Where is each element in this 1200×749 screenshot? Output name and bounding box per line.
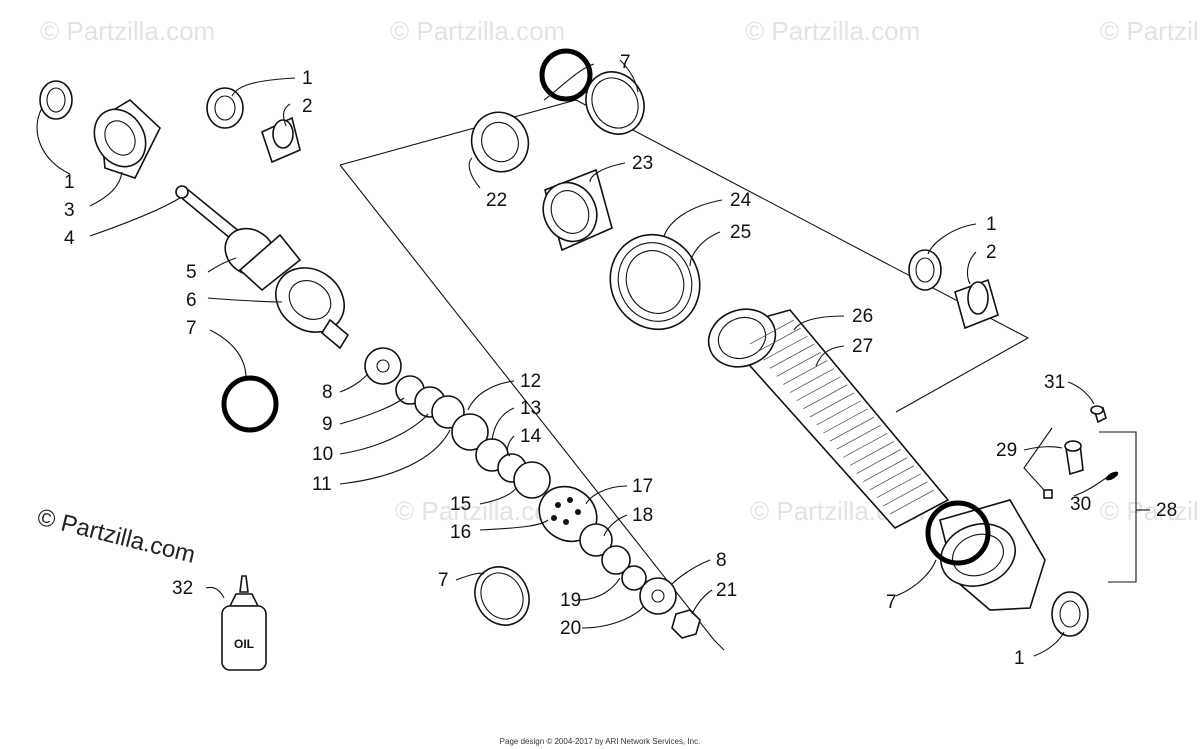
- callout-12: 12: [520, 371, 541, 392]
- callout-27: 27: [852, 336, 873, 357]
- spacer-part-2-top: [261, 116, 301, 164]
- callout-18: 18: [632, 505, 653, 526]
- callout-6: 6: [186, 290, 197, 311]
- lower-body: [939, 499, 1046, 611]
- eye-part-3: [93, 99, 161, 179]
- callout-29: 29: [996, 440, 1017, 461]
- callout-2: 2: [302, 96, 313, 117]
- callout-7: 7: [620, 52, 631, 73]
- callout-32: 32: [172, 578, 193, 599]
- spacer-part-2-right: [954, 278, 999, 330]
- callout-8: 8: [716, 550, 727, 571]
- callout-10: 10: [312, 444, 333, 465]
- seal-head-part-6: [275, 267, 350, 350]
- callout-9: 9: [322, 414, 333, 435]
- callout-labels: 1 2 1 3 4 5 6 7 8 9 10 11 12 13 14 15 16…: [64, 52, 1177, 669]
- callout-17: 17: [632, 476, 653, 497]
- spring-body-part-26: [707, 308, 950, 529]
- callout-5: 5: [186, 262, 197, 283]
- valve-shim-stack: [364, 347, 551, 499]
- callout-31: 31: [1044, 372, 1065, 393]
- callout-21: 21: [716, 580, 737, 601]
- o-ring-part-7-right: [925, 500, 991, 566]
- callout-7: 7: [186, 318, 197, 339]
- callout-26: 26: [852, 306, 873, 327]
- callout-14: 14: [520, 426, 542, 447]
- watermark-text: © Partzilla.com: [745, 16, 920, 46]
- assembly-bracket-lower: [339, 164, 725, 651]
- sleeve-part-23: [542, 168, 613, 252]
- callout-19: 19: [560, 590, 581, 611]
- piston-ring-part-7-lower: [474, 566, 530, 626]
- callout-25: 25: [730, 222, 751, 243]
- eyelet-part-5: [224, 227, 302, 292]
- callout-7: 7: [438, 570, 449, 591]
- cap-part-22: [470, 111, 530, 173]
- spring-adjuster-part-24: [609, 233, 701, 331]
- callout-20: 20: [560, 618, 581, 639]
- band-part-7-top: [585, 71, 645, 135]
- assembly-bracket-upper: [339, 99, 1030, 413]
- bushing-part-1-top: [206, 87, 244, 129]
- o-ring-part-7-left: [221, 375, 279, 433]
- callout-1: 1: [302, 68, 313, 89]
- bushing-part-1-left: [39, 80, 73, 120]
- callout-7: 7: [886, 592, 897, 613]
- watermark-text: © Partzilla.com: [390, 16, 565, 46]
- bushing-part-1-bottom: [1051, 591, 1089, 637]
- callout-1: 1: [986, 214, 997, 235]
- callout-3: 3: [64, 200, 75, 221]
- callout-30: 30: [1070, 494, 1091, 515]
- callout-16: 16: [450, 522, 471, 543]
- watermark-text: © Partzilla.com: [1100, 496, 1200, 526]
- callout-1: 1: [1014, 648, 1025, 669]
- callout-28: 28: [1156, 500, 1177, 521]
- callout-13: 13: [520, 398, 541, 419]
- callout-4: 4: [64, 228, 75, 249]
- oil-label: OIL: [234, 637, 254, 651]
- watermark-text: © Partzilla.com: [1100, 16, 1200, 46]
- bushing-part-1-right: [908, 249, 942, 291]
- leader-lines: [36, 59, 1150, 657]
- o-ring-part-7-top: [539, 48, 593, 102]
- callout-22: 22: [486, 190, 507, 211]
- callout-11: 11: [312, 474, 332, 495]
- watermark-text: © Partzilla.com: [40, 16, 215, 46]
- watermark-text-primary: © Partzilla.com: [35, 504, 198, 569]
- nut-part-21: [671, 609, 701, 639]
- callout-15: 15: [450, 494, 471, 515]
- page-footer: Page design © 2004-2017 by ARI Network S…: [499, 737, 701, 746]
- valve-assembly-part-28: [1043, 405, 1137, 583]
- lower-shims: [579, 523, 677, 615]
- callout-23: 23: [632, 153, 653, 174]
- oil-bottle-part-32: OIL: [221, 575, 267, 671]
- callout-1: 1: [64, 172, 75, 193]
- callout-24: 24: [730, 190, 752, 211]
- callout-8: 8: [322, 382, 333, 403]
- callout-2: 2: [986, 242, 997, 263]
